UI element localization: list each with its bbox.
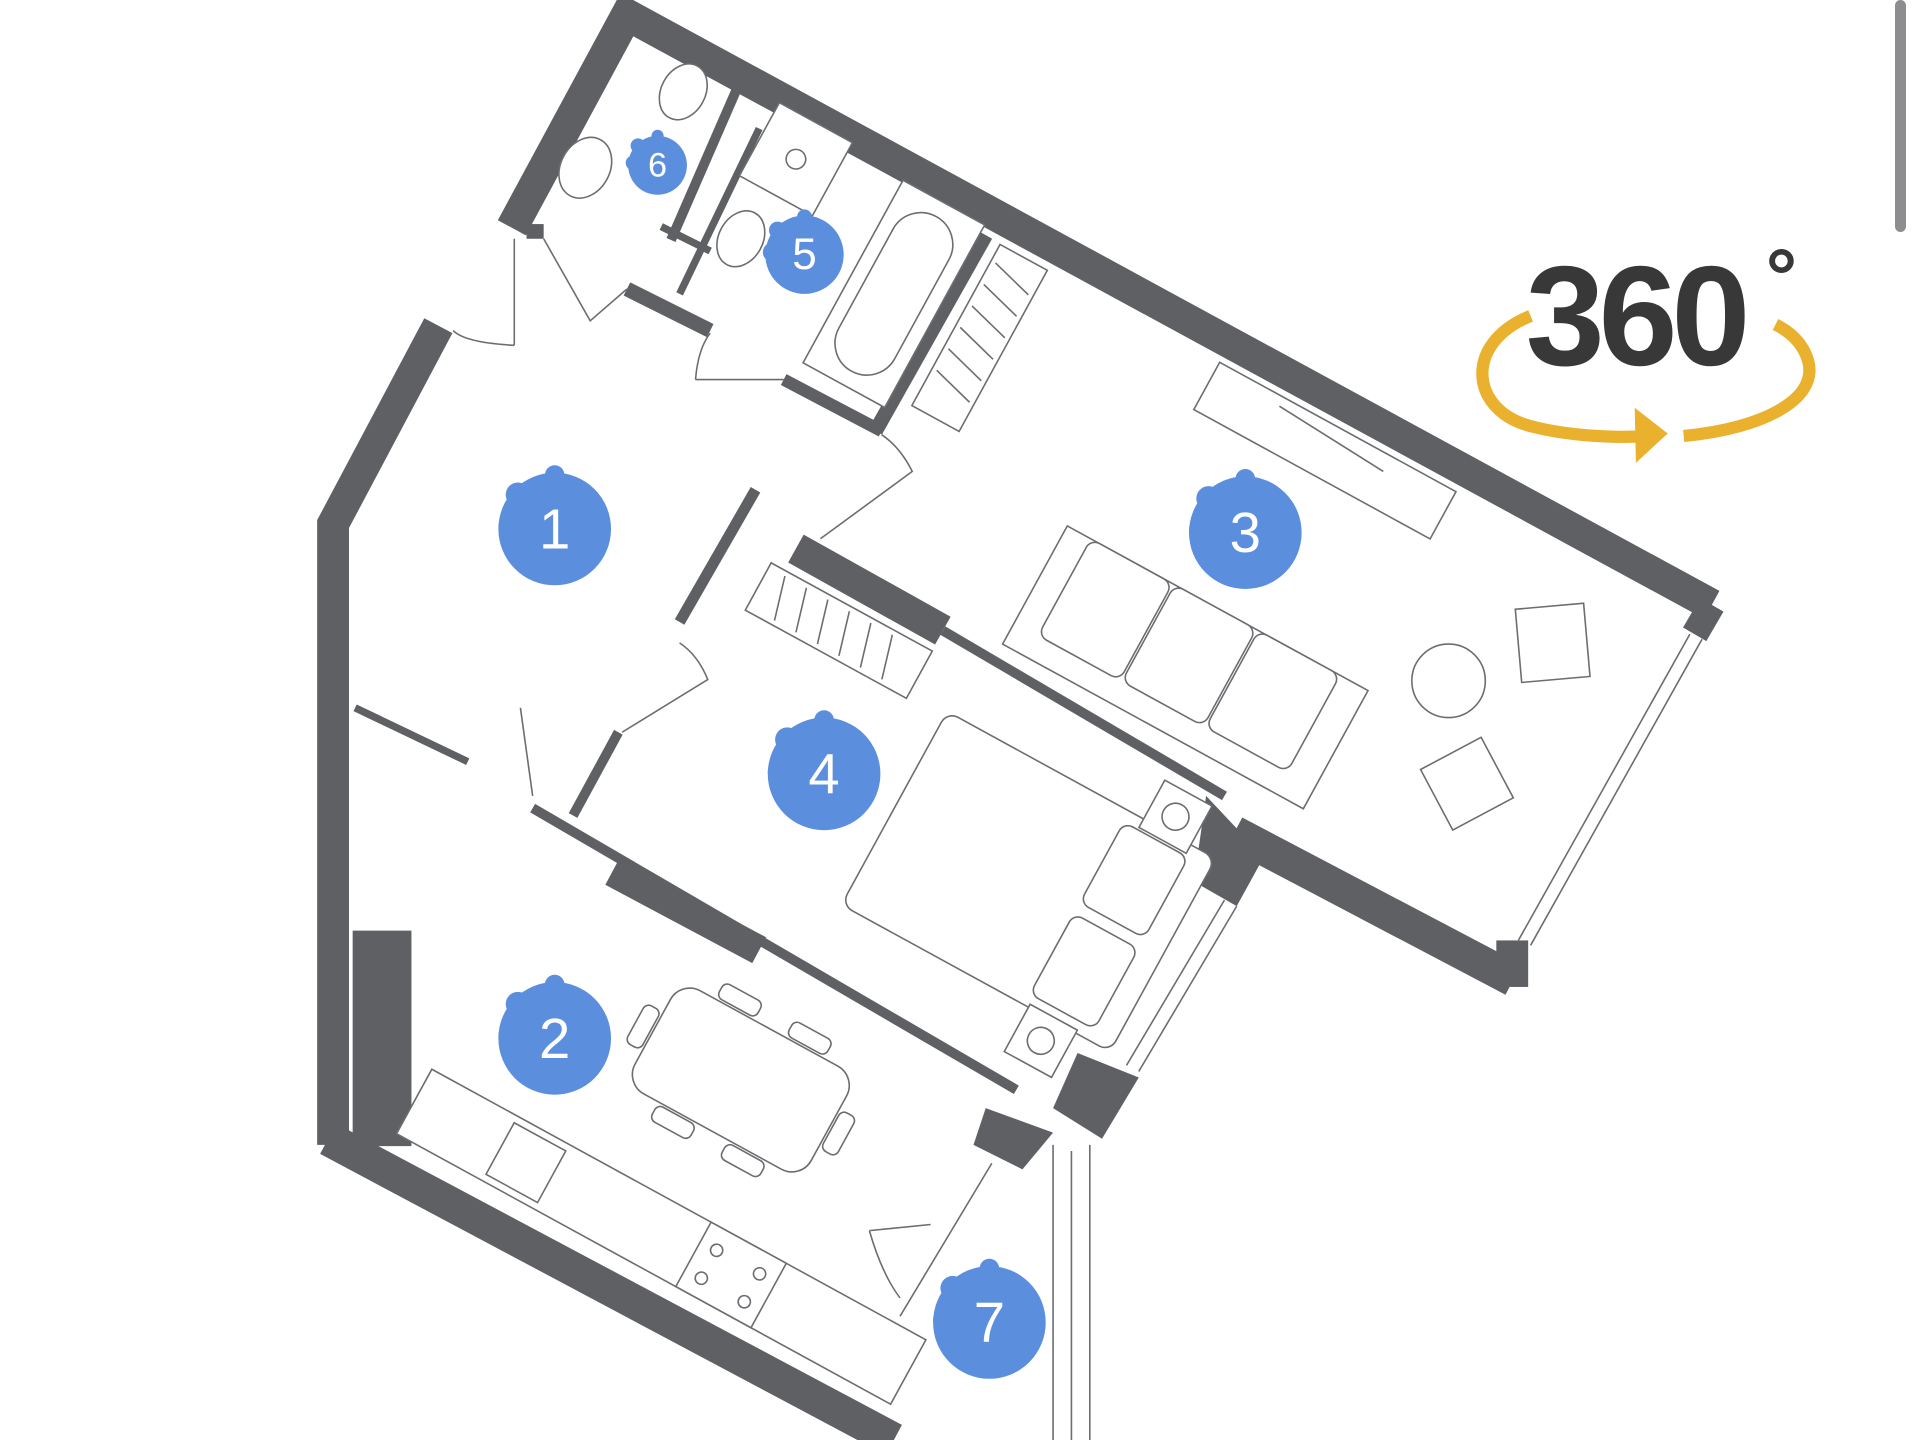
room-marker-6[interactable]: 6 bbox=[625, 129, 687, 195]
room-number: 4 bbox=[808, 742, 839, 805]
room-marker-1[interactable]: 1 bbox=[498, 465, 612, 586]
sink bbox=[716, 210, 766, 268]
sofa bbox=[1001, 524, 1370, 810]
room-number: 2 bbox=[539, 1007, 570, 1070]
sink bbox=[558, 136, 613, 199]
armchair bbox=[1514, 602, 1591, 684]
nightstand bbox=[1003, 1003, 1079, 1079]
bed bbox=[844, 715, 1213, 1049]
tv-stand bbox=[1192, 361, 1458, 541]
room-number: 5 bbox=[792, 230, 817, 279]
armchair bbox=[1419, 736, 1515, 832]
coffee-table bbox=[1411, 643, 1487, 719]
room-marker-5[interactable]: 5 bbox=[762, 209, 844, 294]
washing-machine bbox=[738, 101, 854, 217]
bathtub bbox=[802, 179, 986, 409]
view-360-label: 360 bbox=[1526, 237, 1746, 396]
arrow-head-icon bbox=[1634, 407, 1668, 463]
room-number: 1 bbox=[539, 497, 570, 560]
rotate-arc-icon bbox=[1683, 319, 1816, 443]
room-marker-4[interactable]: 4 bbox=[767, 710, 881, 831]
kitchen-counter bbox=[395, 1068, 927, 1406]
toilet bbox=[658, 63, 708, 121]
view-360-button[interactable]: 360 ° bbox=[1476, 233, 1816, 463]
wardrobe bbox=[744, 561, 934, 700]
room-marker-3[interactable]: 3 bbox=[1188, 468, 1302, 589]
room-number: 3 bbox=[1230, 501, 1261, 564]
scrollbar[interactable] bbox=[1895, 0, 1906, 232]
room-number: 7 bbox=[974, 1291, 1005, 1354]
room-marker-7[interactable]: 7 bbox=[933, 1258, 1046, 1379]
room-number: 6 bbox=[648, 146, 667, 184]
walls bbox=[317, 0, 1724, 1440]
room-marker-2[interactable]: 2 bbox=[498, 974, 612, 1095]
nightstand bbox=[1137, 779, 1214, 855]
dining-table bbox=[626, 983, 856, 1178]
rotate-arrow-icon bbox=[1476, 310, 1648, 443]
degree-symbol: ° bbox=[1766, 233, 1797, 321]
furniture bbox=[395, 63, 1591, 1406]
wardrobe bbox=[910, 243, 1049, 433]
